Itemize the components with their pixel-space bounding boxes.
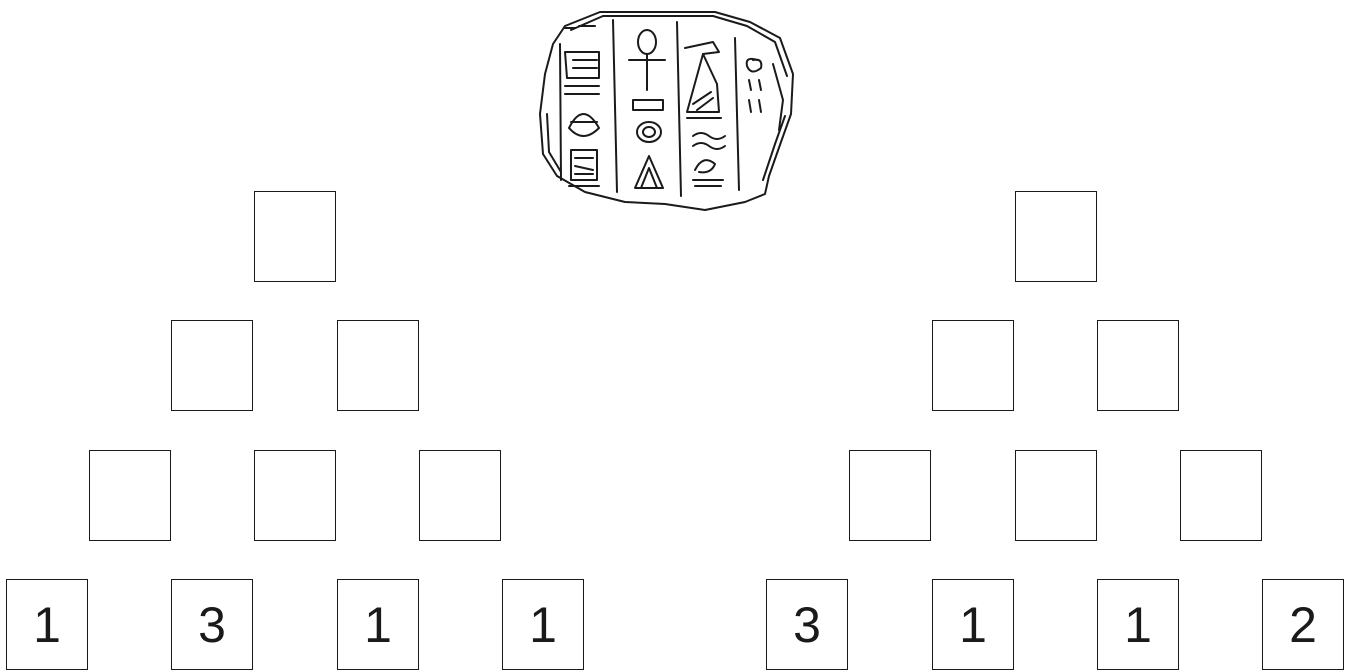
pyramid-right-base-cell-3: 1	[1097, 579, 1179, 670]
pyramid-right-row2-cell-1[interactable]	[932, 320, 1014, 411]
pyramid-right-base-cell-1: 3	[766, 579, 848, 670]
pyramid-right-row2-cell-2[interactable]	[1097, 320, 1179, 411]
pyramid-right-row3-cell-1[interactable]	[849, 450, 931, 541]
pyramid-right-base-cell-2: 1	[932, 579, 1014, 670]
pyramid-right-row3-cell-3[interactable]	[1180, 450, 1262, 541]
pyramid-right-base-cell-4: 2	[1262, 579, 1344, 670]
pyramid-right-top-cell[interactable]	[1015, 191, 1097, 282]
pyramid-right-row3-cell-2[interactable]	[1015, 450, 1097, 541]
